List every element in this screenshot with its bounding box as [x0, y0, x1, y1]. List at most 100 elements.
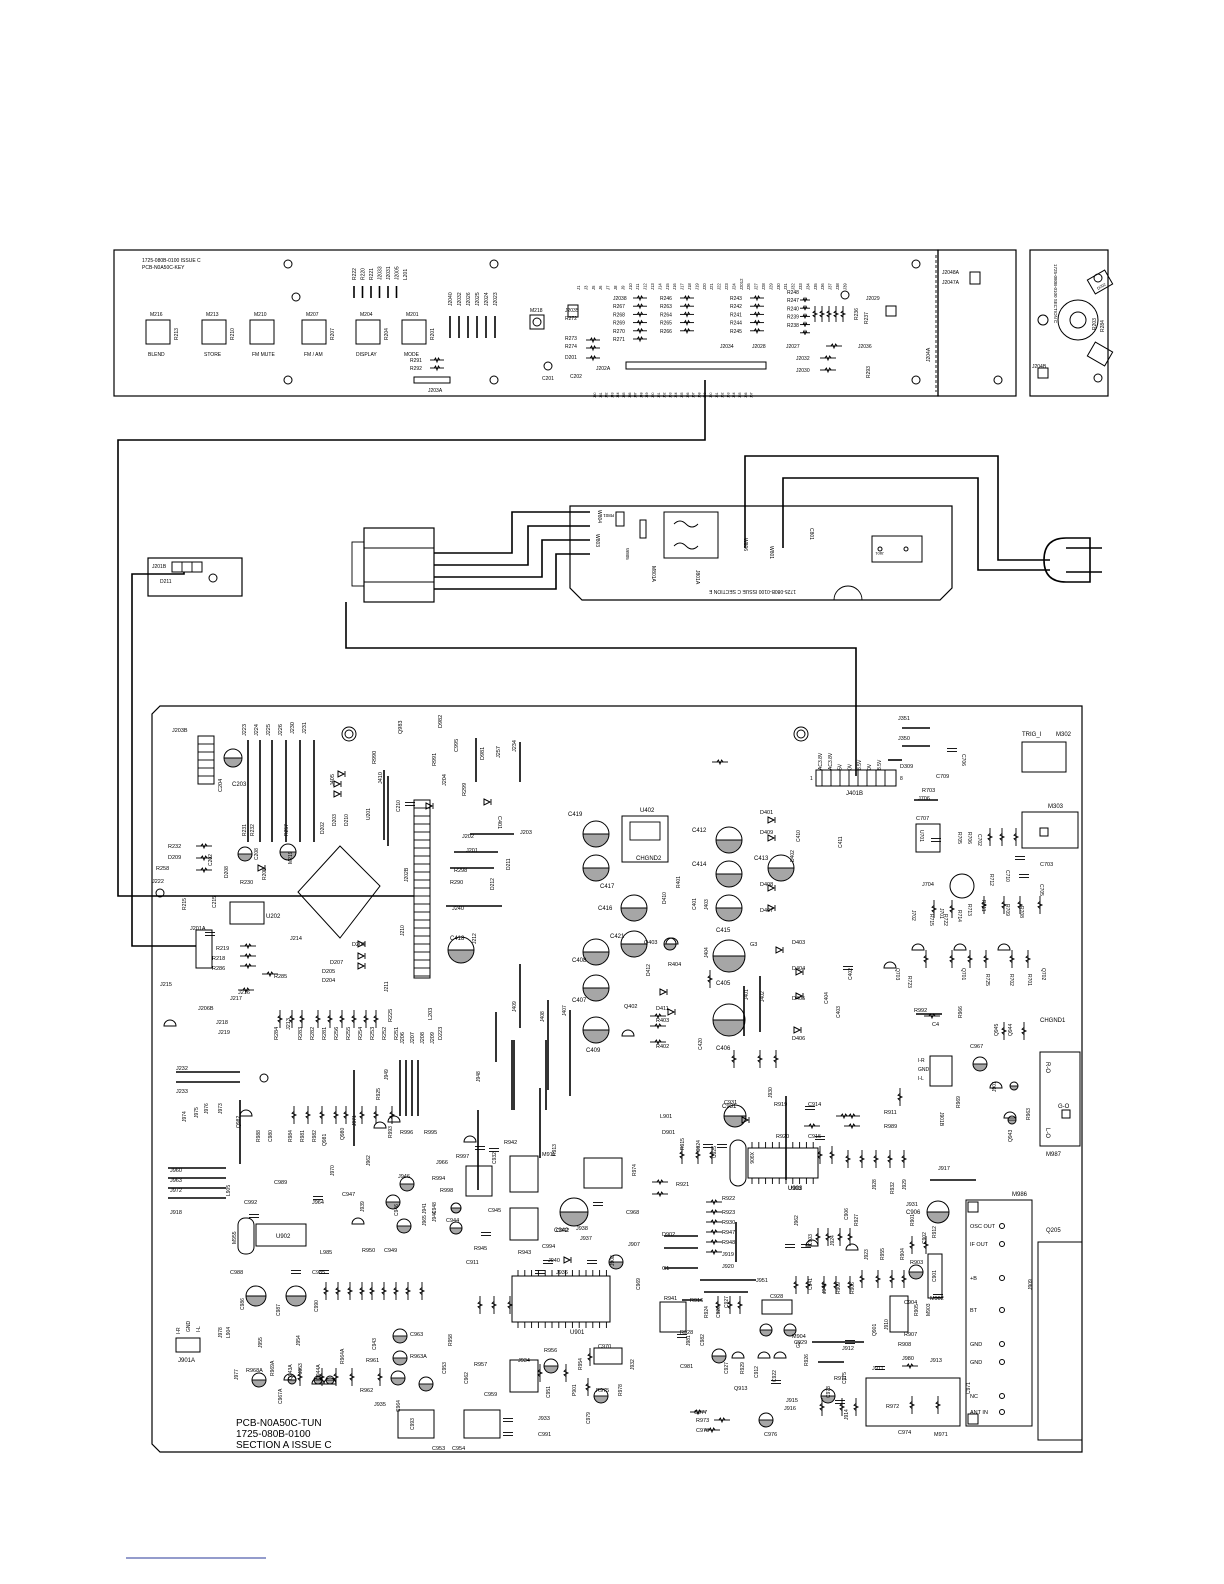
ref-label: C417	[600, 884, 615, 890]
ref-label: C995	[454, 739, 460, 752]
ref-label: R969	[956, 1096, 962, 1108]
j401b-pin-label: 0V	[847, 763, 853, 770]
connector-pin-label: J39	[842, 283, 847, 290]
ref-label: R712	[988, 874, 994, 886]
ref-label: J204A	[926, 347, 932, 362]
ref-label: C976	[764, 1432, 777, 1438]
ref-label: J209	[430, 1032, 436, 1044]
transistor	[323, 1377, 337, 1385]
ref-label: R240	[787, 306, 799, 312]
ref-label: R903	[910, 1260, 923, 1266]
module-pad	[999, 1393, 1005, 1399]
connector-pin-label: J67	[750, 392, 754, 398]
ref-label: D982	[438, 715, 444, 728]
ref-label: J962	[794, 1215, 800, 1226]
ref-label: J204B	[1032, 364, 1047, 370]
small-board-j201b: J201B D211	[147, 557, 243, 597]
connector-pin-label: J19	[694, 283, 699, 290]
switch-label: FM MUTE	[252, 352, 275, 358]
ref-label: J977	[234, 1369, 240, 1380]
ref-label: J2032	[457, 292, 463, 306]
pad-j204b	[1037, 367, 1049, 379]
ref-label: J234	[512, 740, 518, 752]
ref-label: R284	[274, 1027, 280, 1040]
ref-label: Q944A	[316, 1364, 322, 1380]
switch-label: FM / AM	[304, 352, 323, 358]
ref-label: M903	[926, 1303, 932, 1316]
ref-label: J216	[238, 990, 250, 996]
connector-pin-label: J53	[668, 392, 672, 398]
ref-label: R245	[730, 329, 742, 335]
ref-label: J913	[930, 1358, 942, 1364]
connector-pin-label: J13	[650, 283, 655, 290]
switch-ref: M207	[306, 312, 319, 318]
connector-pin-label: J47	[634, 392, 638, 398]
ref-label: R252	[382, 1027, 388, 1040]
ref-label: J920	[722, 1264, 734, 1270]
coil-r974	[583, 1157, 623, 1189]
connector-pin-label: J40	[593, 392, 597, 398]
ref-label: W804	[596, 510, 602, 523]
heatsink-diamond	[297, 845, 381, 939]
connector-pin-label: J3	[583, 285, 588, 290]
ref-label: R218	[212, 956, 225, 962]
ref-label: C927	[724, 1362, 730, 1374]
ref-label: J912	[842, 1346, 854, 1352]
module-pin-label: ANT IN	[970, 1410, 988, 1416]
diode	[257, 864, 266, 872]
key-square-pad	[885, 305, 897, 317]
power-board-title: 1725-080B-0100 ISSUE C SECTION E	[708, 588, 796, 594]
ref-label: C801	[808, 528, 814, 540]
j401b-pin-label: 8.5V	[857, 759, 863, 770]
ref-label: J909	[1028, 1279, 1034, 1290]
coil-m911	[509, 1155, 539, 1193]
ref-label: R243	[730, 296, 742, 302]
tuner-module-m986	[965, 1199, 1033, 1427]
connector-pin-label: J30	[776, 283, 781, 290]
connector-pin-label: J27	[754, 283, 759, 290]
mounting-hole	[283, 375, 293, 385]
ref-label: C943	[372, 1338, 378, 1350]
connector-pin-label: J22	[717, 283, 722, 290]
diode	[357, 962, 366, 970]
diode	[333, 790, 342, 798]
connector-pin-label: J24	[731, 283, 736, 290]
ref-label: J202A	[596, 366, 611, 372]
ref-label: J210	[400, 925, 406, 936]
lo-label: L-O	[1044, 1128, 1050, 1138]
ref-label: R911	[884, 1110, 897, 1116]
ref-label: J2025	[475, 292, 481, 306]
ref-label: D201	[565, 355, 577, 361]
key-board-title-2: PCB-N0A50C-KEY	[142, 265, 185, 271]
ref-label: C925	[712, 1146, 718, 1158]
ref-label: J225	[266, 724, 272, 736]
connector-pin-label: J55	[680, 392, 684, 398]
ref-label: R993	[388, 1126, 394, 1138]
switch-res: R210	[230, 328, 236, 340]
j401b-pin-label: AC3.8V	[828, 752, 834, 770]
module-pad	[999, 1359, 1005, 1365]
ref-label: J219	[218, 1030, 230, 1036]
ref-label: R272	[565, 316, 577, 322]
j401b-pin-label: 0V	[867, 763, 873, 770]
ref-label: R708	[1018, 906, 1024, 918]
ref-label: R972	[886, 1404, 899, 1410]
ref-label: R963A	[410, 1354, 427, 1360]
m303-label: M303	[1048, 804, 1064, 810]
ref-label: J351	[898, 716, 910, 722]
ref-label: R906	[850, 1282, 856, 1294]
connector-pin-label: J66	[744, 392, 748, 398]
ref-label: C202	[570, 374, 582, 380]
ref-label: J949	[384, 1069, 390, 1080]
ref-label: R926	[804, 1354, 810, 1366]
ref-label: J935	[374, 1402, 386, 1408]
ref-label: D309	[900, 764, 913, 770]
connector-j201b	[171, 561, 203, 573]
ref-label: R282	[310, 1027, 316, 1040]
ic-u701	[915, 823, 941, 853]
ref-label: D209	[168, 855, 181, 861]
ref-label: J223	[242, 724, 248, 736]
j401b-pin-label: 8.5V	[877, 759, 883, 770]
